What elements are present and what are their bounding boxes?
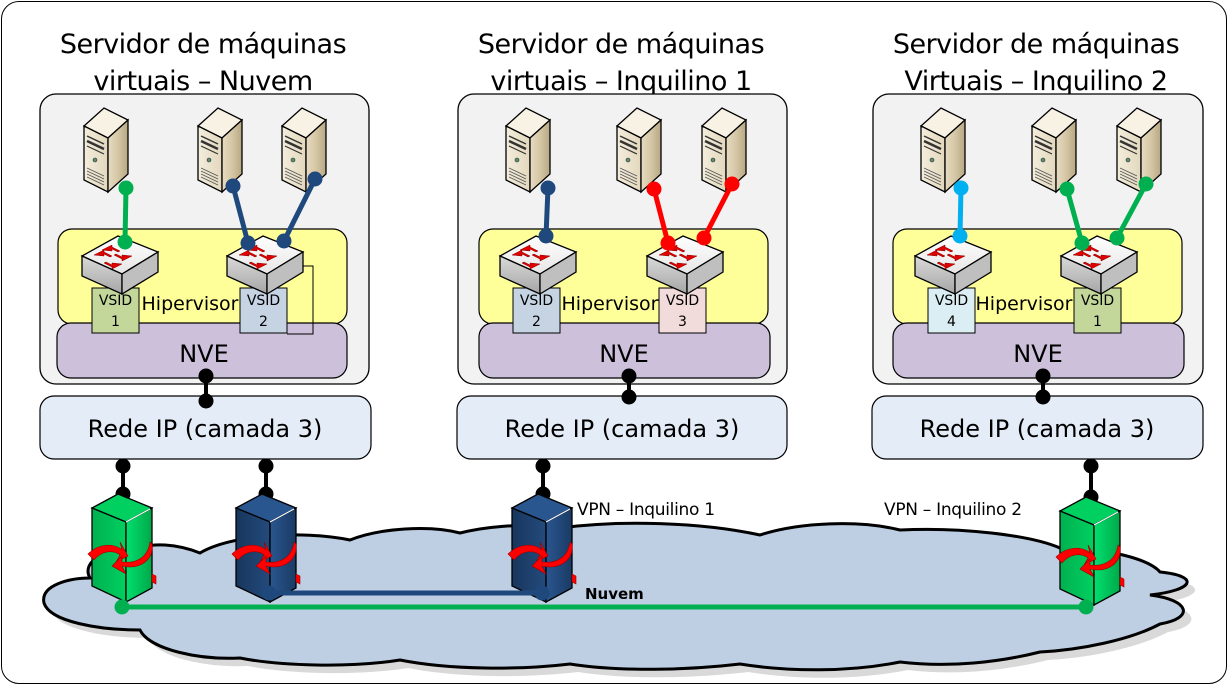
vm-link-cyan <box>952 180 969 244</box>
vsid-label: VSID <box>1081 293 1114 309</box>
vsid-label: VSID <box>935 293 968 309</box>
server-title-inquilino-2: Servidor de máquinas Virtuais – Inquilin… <box>871 26 1201 100</box>
cloud-label: Nuvem <box>585 585 644 603</box>
vm-server-icon <box>615 106 663 194</box>
vsid-number: 2 <box>532 314 541 330</box>
title-line-1: Servidor de máquinas <box>59 29 347 60</box>
vsid-number: 1 <box>111 314 120 330</box>
cloud-link-green <box>114 599 1094 615</box>
hypervisor-label: Hipervisor <box>562 293 659 315</box>
server-title-inquilino-1: Servidor de máquinas virtuais – Inquilin… <box>456 26 786 100</box>
vsid-label: VSID <box>99 293 132 309</box>
cloud-body <box>42 521 1189 672</box>
title-line-2: virtuais – Nuvem <box>93 66 313 97</box>
title-line-2: Virtuais – Inquilino 2 <box>904 66 1168 97</box>
vsid-box-inquilino2-4: VSID 4 <box>927 287 976 334</box>
title-line-1: Servidor de máquinas <box>892 29 1180 60</box>
vm-link-green <box>117 180 134 250</box>
vm-server-icon <box>1030 106 1078 194</box>
vsid-box-nuvem-2: VSID 2 <box>239 287 288 334</box>
nve-connector <box>621 368 637 405</box>
vm-server-icon <box>1115 106 1163 194</box>
vpn-label-inquilino-1: VPN – Inquilino 1 <box>577 500 715 520</box>
vm-server-icon <box>700 106 748 194</box>
vm-link-red <box>646 176 740 251</box>
vsid-box-inquilino2-1: VSID 1 <box>1073 287 1122 334</box>
hypervisor-label: Hipervisor <box>976 293 1073 315</box>
vsid-number: 1 <box>1093 314 1102 330</box>
vsid-box-nuvem-1: VSID 1 <box>91 287 140 334</box>
cloud <box>42 521 1196 678</box>
vsid-number: 4 <box>947 314 956 330</box>
title-line-2: virtuais – Inquilino 1 <box>490 66 752 97</box>
router-blue-icon <box>231 493 301 603</box>
network-label: Rede IP (camada 3) <box>88 415 323 443</box>
vm-server-icon <box>504 106 552 194</box>
vsid-label: VSID <box>247 293 280 309</box>
router-green-icon <box>87 493 157 603</box>
vsid-label: VSID <box>520 293 553 309</box>
vsid-label: VSID <box>666 293 699 309</box>
vpn-label-inquilino-2: VPN – Inquilino 2 <box>884 500 1022 520</box>
nve-connector <box>1035 368 1051 405</box>
vm-link-blue <box>225 171 323 251</box>
hypervisor-label: Hipervisor <box>142 293 239 315</box>
vsid-number: 3 <box>678 314 687 330</box>
network-label: Rede IP (camada 3) <box>505 415 740 443</box>
cloud-link-blue <box>261 585 550 601</box>
vsid-box-inquilino1-3: VSID 3 <box>658 287 707 334</box>
nve-label: NVE <box>179 340 229 368</box>
vm-link-blue <box>538 180 556 244</box>
nve-label: NVE <box>1013 340 1063 368</box>
nve-connector <box>198 368 214 409</box>
title-line-1: Servidor de máquinas <box>477 29 765 60</box>
server-title-nuvem: Servidor de máquinas virtuais – Nuvem <box>38 26 368 100</box>
vm-server-icon <box>82 106 130 194</box>
nve-label: NVE <box>599 340 649 368</box>
vsid-number: 2 <box>259 314 268 330</box>
router-vpn-inquilino-2-icon <box>1055 496 1125 606</box>
switch-loop-line <box>287 265 314 335</box>
vsid-box-inquilino1-2: VSID 2 <box>512 287 561 334</box>
vm-server-icon <box>919 106 967 194</box>
vm-link-green <box>1059 176 1154 251</box>
network-label: Rede IP (camada 3) <box>920 415 1155 443</box>
